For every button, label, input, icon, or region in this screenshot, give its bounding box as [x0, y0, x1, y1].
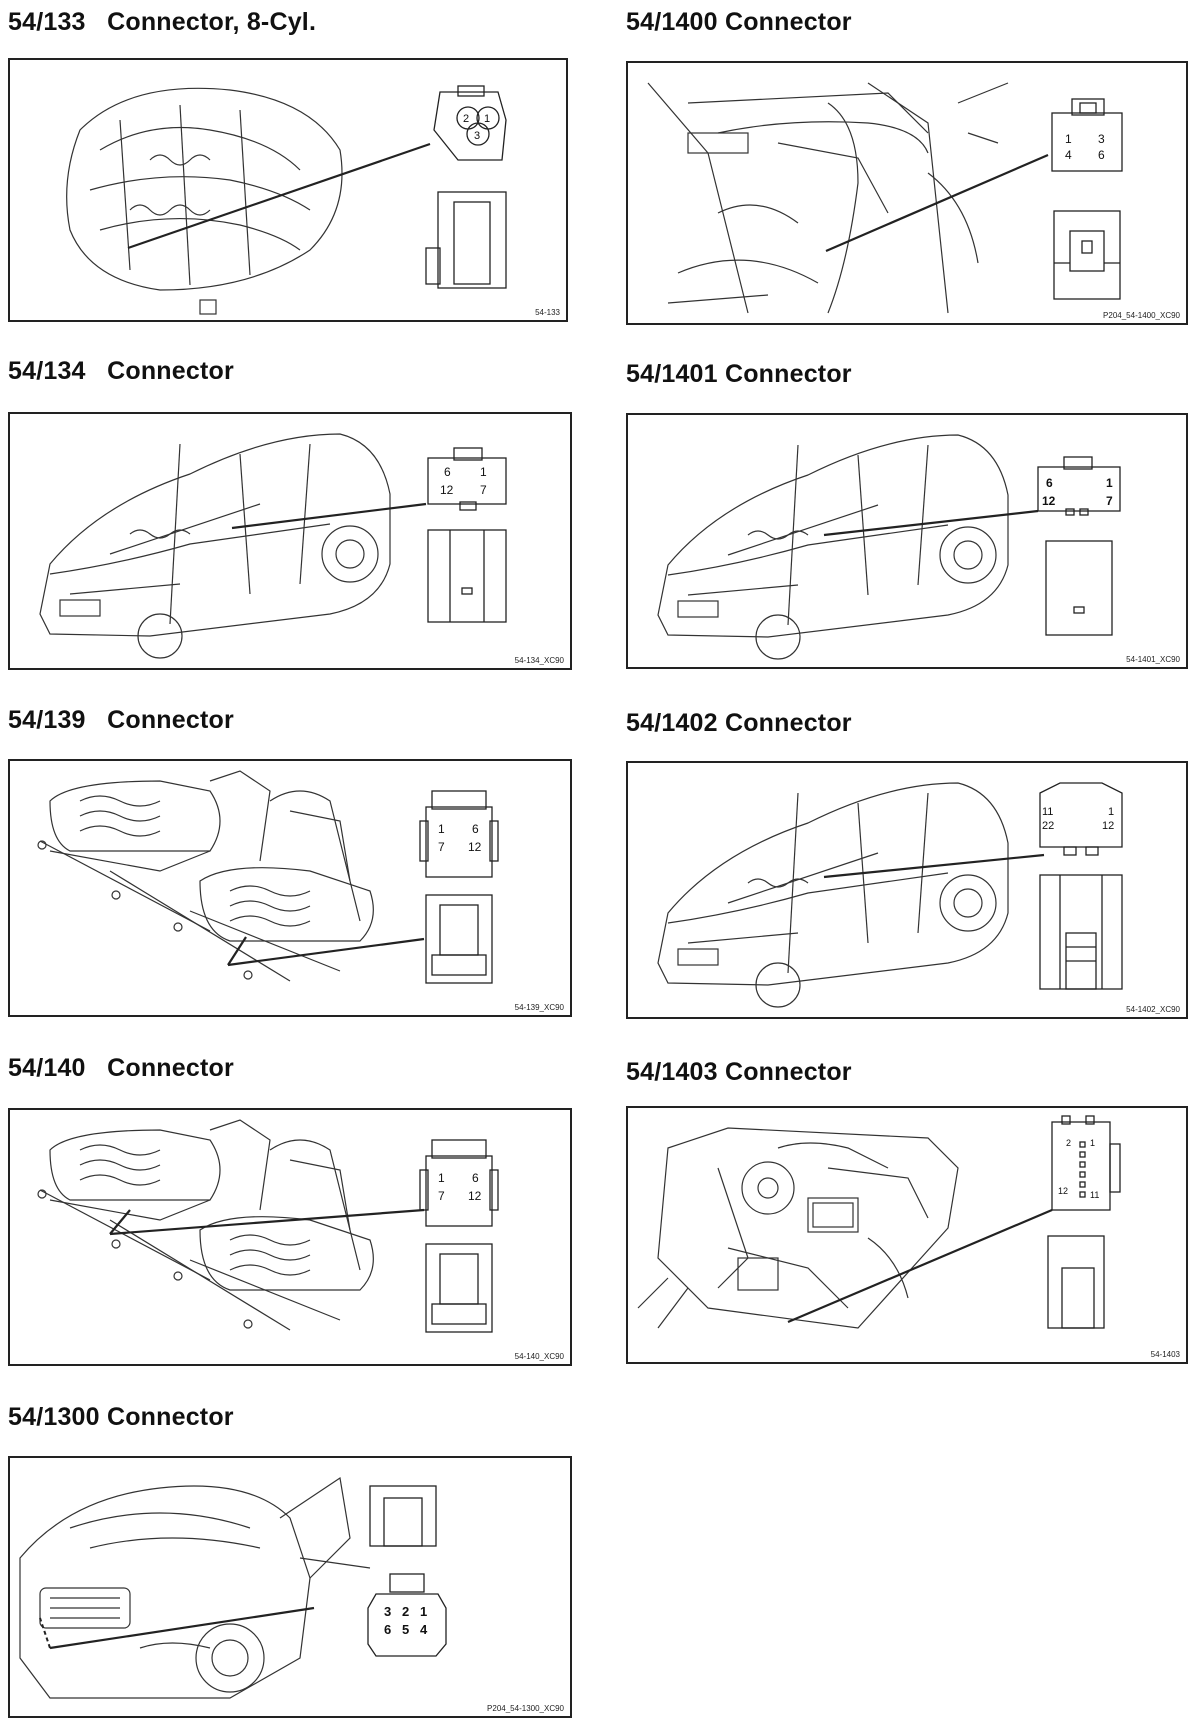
pin-label: 4 — [420, 1622, 428, 1637]
figure-code: 54-133 — [535, 308, 560, 317]
connector-number: 54/1400 — [626, 8, 718, 36]
pin-label: 7 — [438, 840, 445, 854]
diagram-panel: 1 6 7 12 54-140_XC90 — [8, 1108, 572, 1366]
pin-label: 7 — [438, 1189, 445, 1203]
diagram-panel: 1 6 7 12 54-139_XC90 — [8, 759, 572, 1017]
pin-label: 12 — [468, 840, 482, 854]
figure-code: P204_54-1400_XC90 — [1103, 311, 1180, 320]
diagram-panel: 2 1 12 11 54-1403 — [626, 1106, 1188, 1364]
pin-label: 12 — [1102, 820, 1114, 832]
pin-label: 3 — [384, 1604, 391, 1619]
connector-number: 54/134 — [8, 357, 86, 385]
diagram-panel: 6 1 12 7 54-1401_XC90 — [626, 413, 1188, 669]
pin-label: 12 — [1058, 1186, 1068, 1196]
pin-label: 2 — [402, 1604, 409, 1619]
pin-label: 6 — [384, 1622, 391, 1637]
connector-number: 54/1402 — [626, 709, 718, 737]
diagram-panel: 11 1 22 12 54-1402_XC90 — [626, 761, 1188, 1019]
pin-label: 11 — [1042, 806, 1053, 818]
pin-label: 22 — [1042, 820, 1054, 832]
pin-label: 1 — [1090, 1138, 1095, 1148]
figure-code: 54-1403 — [1150, 1350, 1180, 1359]
connector-number: 54/133 — [8, 8, 86, 36]
pin-label: 7 — [1106, 494, 1113, 508]
pin-label: 2 — [1066, 1138, 1071, 1148]
pin-label: 1 — [420, 1604, 427, 1619]
connector-number: 54/139 — [8, 706, 86, 734]
connector-name: Connector — [724, 709, 852, 737]
pin-label: 1 — [480, 465, 487, 479]
vehicle-harness-illustration: 6 1 12 7 — [657, 434, 1121, 660]
pin-label: 12 — [1042, 494, 1056, 508]
vehicle-front-illustration: 3 2 1 6 5 4 — [19, 1476, 447, 1699]
pin-label: 4 — [1065, 148, 1072, 162]
pin-label: 1 — [1108, 806, 1114, 818]
connector-number: 54/140 — [8, 1054, 86, 1082]
pin-label: 12 — [468, 1189, 482, 1203]
vehicle-harness-illustration: 11 1 22 12 — [657, 782, 1123, 1008]
pin-label: 1 — [438, 1171, 445, 1185]
pin-label: 1 — [1106, 476, 1113, 490]
figure-code: 54-1401_XC90 — [1126, 655, 1180, 664]
connector-name: Connector — [724, 1058, 852, 1086]
connector-name: Connector — [724, 8, 852, 36]
pin-label: 1 — [438, 822, 445, 836]
engine-harness-illustration: 2 1 3 — [66, 85, 507, 315]
pin-label: 12 — [440, 483, 454, 497]
pin-label: 2 — [463, 113, 469, 125]
connector-name: Connector — [107, 706, 234, 734]
pin-label: 6 — [1098, 148, 1105, 162]
pin-label: 3 — [1098, 132, 1105, 146]
connector-name: Connector — [107, 357, 234, 385]
pin-label: 7 — [480, 483, 487, 497]
connector-name: Connector — [724, 360, 852, 388]
figure-code: 54-140_XC90 — [514, 1352, 564, 1361]
pin-label: 5 — [402, 1622, 409, 1637]
pin-label: 11 — [1090, 1190, 1099, 1200]
figure-code: 54-134_XC90 — [514, 656, 564, 665]
diagram-panel: 6 1 12 7 54-134_XC90 — [8, 412, 572, 670]
pin-label: 1 — [1065, 132, 1072, 146]
pin-label: 6 — [444, 465, 451, 479]
connector-name: Connector — [107, 1054, 234, 1082]
vehicle-interior-illustration: 1 3 4 6 — [647, 82, 1123, 314]
connector-name: Connector — [106, 1403, 234, 1431]
connector-number: 54/1401 — [626, 360, 718, 388]
vehicle-harness-illustration: 6 1 12 7 — [39, 433, 507, 659]
diagram-panel: 3 2 1 6 5 4 P204_54-1300_XC90 — [8, 1456, 572, 1718]
pin-label: 6 — [472, 822, 479, 836]
diagram-panel: 1 3 4 6 P204_54-1400_XC90 — [626, 61, 1188, 325]
front-seats-illustration: 1 6 7 12 — [37, 770, 499, 984]
connector-number: 54/1300 — [8, 1403, 100, 1431]
pin-label: 3 — [474, 130, 480, 142]
vehicle-interior-illustration: 2 1 12 11 — [637, 1115, 1121, 1329]
connector-number: 54/1403 — [626, 1058, 718, 1086]
pin-label: 6 — [472, 1171, 479, 1185]
pin-label: 1 — [484, 113, 490, 125]
figure-code: 54-1402_XC90 — [1126, 1005, 1180, 1014]
figure-code: 54-139_XC90 — [514, 1003, 564, 1012]
figure-code: P204_54-1300_XC90 — [487, 1704, 564, 1713]
pin-label: 6 — [1046, 476, 1053, 490]
diagram-panel: 2 1 3 54-133 — [8, 58, 568, 322]
connector-name: Connector, 8-Cyl. — [107, 8, 317, 36]
front-seats-illustration: 1 6 7 12 — [37, 1119, 499, 1333]
